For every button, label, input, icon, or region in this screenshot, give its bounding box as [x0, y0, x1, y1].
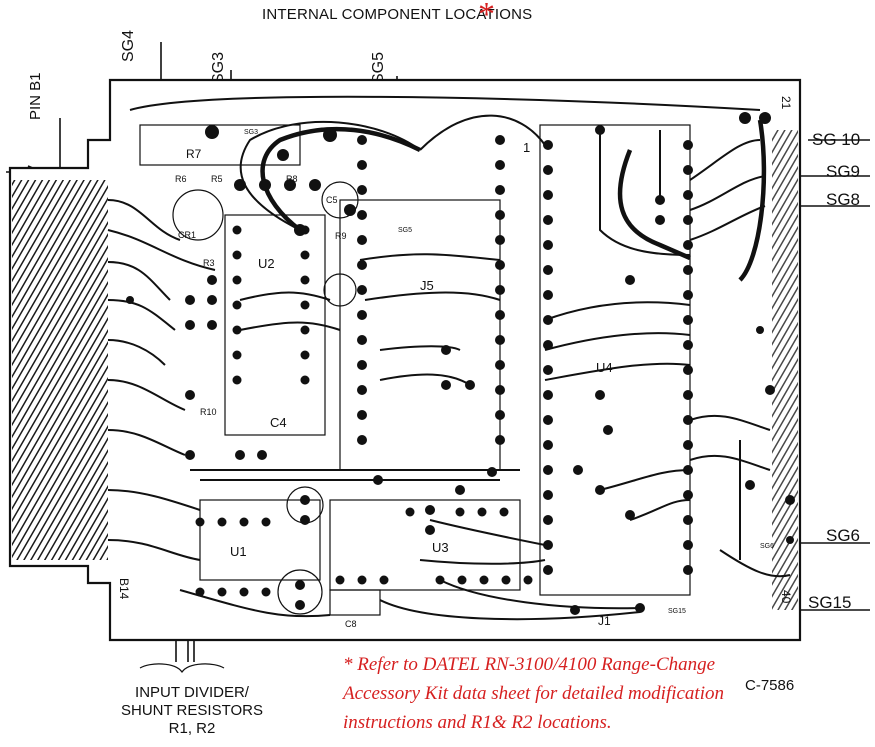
figure-title: INTERNAL COMPONENT LOCATIONS — [262, 6, 533, 23]
modification-note: * Refer to DATEL RN-3100/4100 Range-Chan… — [343, 654, 724, 733]
edge-connector — [12, 180, 216, 561]
figure-code: C-7586 — [745, 677, 795, 694]
input-bracket — [139, 663, 225, 674]
u1-label: U1 — [230, 544, 247, 559]
pin40-label: 40 — [779, 590, 793, 604]
u4-label: U4 — [596, 360, 613, 375]
u2-pads — [232, 225, 310, 385]
pin21-label: 21 — [779, 96, 793, 110]
r8-label: R8 — [286, 174, 298, 184]
ic-pads — [126, 112, 795, 615]
sg15-label: SG15 — [808, 593, 852, 612]
b14-label: B14 — [117, 578, 131, 600]
bold-traces — [260, 119, 767, 282]
j5-pads — [357, 135, 505, 445]
sg15-silk: SG15 — [668, 608, 686, 615]
input-divider-label: INPUT DIVIDER/ SHUNT RESISTORS R1, R2 — [92, 684, 292, 738]
r10-label: R10 — [200, 407, 217, 417]
j1-label: J1 — [598, 614, 611, 628]
r3-label: R3 — [203, 258, 215, 268]
u4-pads — [543, 140, 693, 575]
pin1-marker: 1 — [523, 140, 530, 155]
sg6-label: SG6 — [826, 526, 861, 545]
sg8-label: SG8 — [826, 190, 861, 209]
right-edge-connector — [772, 130, 798, 610]
pcb-traces — [129, 95, 791, 621]
u2-label: U2 — [258, 256, 275, 271]
u1-pads — [195, 517, 271, 597]
input-divider-line1: INPUT DIVIDER/ — [135, 684, 249, 701]
c5-label: C5 — [326, 195, 338, 205]
misc-pads — [126, 112, 795, 615]
r9-label: R9 — [335, 231, 347, 241]
cr1-label: CR1 — [178, 230, 196, 240]
r6-label: R6 — [175, 174, 187, 184]
asterisk-marker: * — [478, 0, 495, 33]
c4-label: C4 — [270, 415, 287, 430]
j5-label: J5 — [420, 278, 434, 293]
u3-label: U3 — [432, 540, 449, 555]
pcb-board-outline — [8, 78, 802, 642]
u3-pads — [335, 507, 533, 585]
r7-label: R7 — [186, 147, 202, 161]
r5-label: R5 — [211, 174, 223, 184]
input-divider-line2: SHUNT RESISTORS — [121, 702, 263, 719]
sg5-silk: SG5 — [398, 227, 412, 234]
c8-label: C8 — [345, 619, 357, 629]
sg6-silk: SG6 — [760, 543, 774, 550]
input-divider-line3: R1, R2 — [168, 720, 216, 737]
sg3-silk: SG3 — [244, 129, 258, 136]
board-silkscreen: R7 R6 R5 R8 C5 CR1 R3 R9 U2 J5 U4 R10 C4… — [117, 96, 793, 629]
